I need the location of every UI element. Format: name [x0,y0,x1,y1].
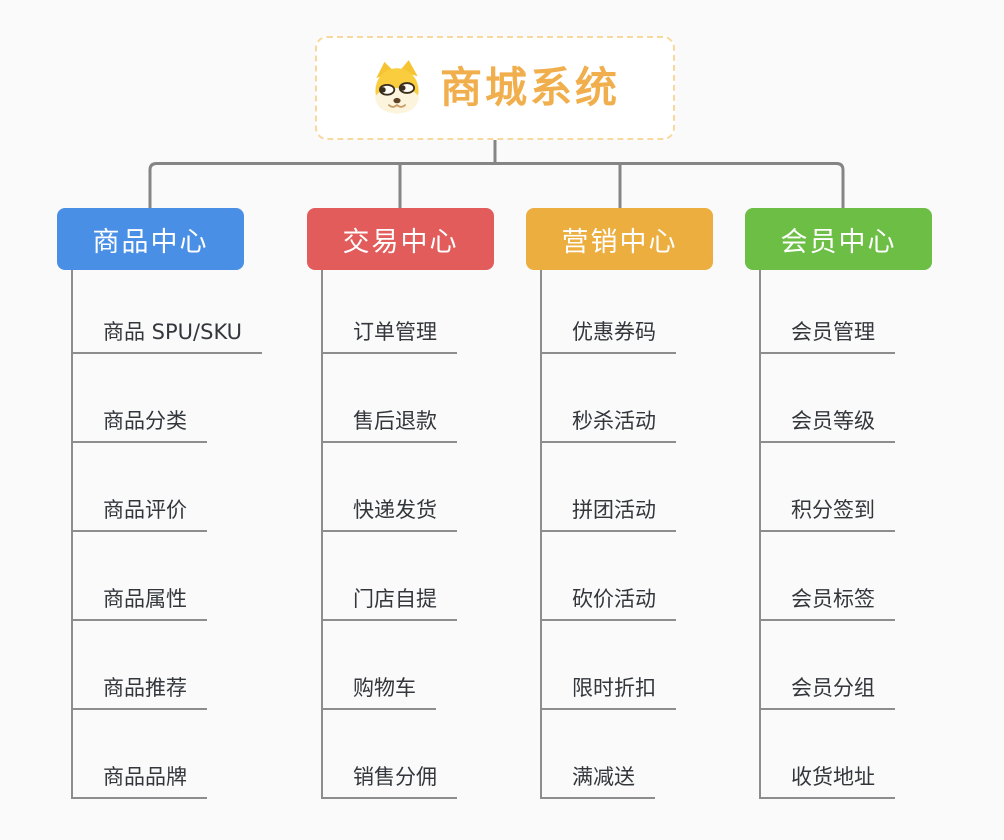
branch-node-label: 交易中心 [342,226,459,258]
branch-node-member-center[interactable]: 会员中心 [745,208,932,270]
leaf-node-label: 限时折扣 [542,676,676,710]
root-node-label: 商城系统 [439,63,620,112]
leaf-node-label: 会员分组 [761,676,895,710]
leaf-node-label: 商品推荐 [73,676,207,710]
leaf-node[interactable]: 商品评价 [73,443,262,532]
leaf-node-label: 商品品牌 [73,765,207,799]
leaf-node-label: 售后退款 [323,409,457,443]
leaf-node[interactable]: 秒杀活动 [542,354,676,443]
leaf-node-label: 秒杀活动 [542,409,676,443]
leaf-node[interactable]: 收货地址 [761,710,895,799]
leaf-node-label: 门店自提 [323,587,457,621]
leaf-node[interactable]: 限时折扣 [542,621,676,710]
leaf-node-label: 商品 SPU/SKU [73,320,263,354]
leaf-node[interactable]: 商品品牌 [73,710,262,799]
branch-node-product-center[interactable]: 商品中心 [57,208,244,270]
leaf-node[interactable]: 积分签到 [761,443,895,532]
leaf-node[interactable]: 会员分组 [761,621,895,710]
leaf-node-label: 会员管理 [761,320,895,354]
leaf-node[interactable]: 商品推荐 [73,621,262,710]
leaf-node[interactable]: 满减送 [542,710,676,799]
leaf-node-label: 满减送 [542,765,655,799]
branch-node-trade-center[interactable]: 交易中心 [307,208,494,270]
leaf-node[interactable]: 快递发货 [323,443,457,532]
leaf-node[interactable]: 拼团活动 [542,443,676,532]
leaf-node-label: 积分签到 [761,498,895,532]
leaf-node-label: 商品评价 [73,498,207,532]
leaf-node-label: 商品属性 [73,587,207,621]
leaf-node-label: 快递发货 [323,498,457,532]
root-node-mall-system[interactable]: 商城系统 [315,36,675,140]
branch-children-group-member: 会员管理 会员等级 积分签到 会员标签 会员分组 收货地址 [759,270,895,799]
leaf-node[interactable]: 商品分类 [73,354,262,443]
leaf-node-label: 会员标签 [761,587,895,621]
leaf-node-label: 订单管理 [323,320,457,354]
leaf-node[interactable]: 商品属性 [73,532,262,621]
branch-node-label: 会员中心 [780,226,897,258]
leaf-node[interactable]: 售后退款 [323,354,457,443]
branch-children-group-marketing: 优惠券码 秒杀活动 拼团活动 砍价活动 限时折扣 满减送 [540,270,676,799]
leaf-node[interactable]: 优惠券码 [542,270,676,354]
leaf-node[interactable]: 商品 SPU/SKU [73,270,263,354]
branch-node-label: 营销中心 [561,226,678,258]
branch-children-group-product: 商品 SPU/SKU 商品分类 商品评价 商品属性 商品推荐 商品品牌 [71,270,263,799]
leaf-node[interactable]: 购物车 [323,621,457,710]
leaf-node[interactable]: 销售分佣 [323,710,457,799]
leaf-node[interactable]: 会员等级 [761,354,895,443]
leaf-node-label: 商品分类 [73,409,207,443]
leaf-node[interactable]: 会员标签 [761,532,895,621]
leaf-node[interactable]: 订单管理 [323,270,457,354]
branch-children-group-trade: 订单管理 售后退款 快递发货 门店自提 购物车 销售分佣 [321,270,457,799]
branch-node-marketing-center[interactable]: 营销中心 [526,208,713,270]
leaf-node-label: 砍价活动 [542,587,676,621]
doge-icon [375,60,419,114]
branch-node-label: 商品中心 [92,226,209,258]
leaf-node-label: 拼团活动 [542,498,676,532]
leaf-node[interactable]: 门店自提 [323,532,457,621]
leaf-node-label: 购物车 [323,676,436,710]
leaf-node-label: 收货地址 [761,765,895,799]
leaf-node-label: 会员等级 [761,409,895,443]
leaf-node[interactable]: 会员管理 [761,270,895,354]
leaf-node[interactable]: 砍价活动 [542,532,676,621]
leaf-node-label: 销售分佣 [323,765,457,799]
leaf-node-label: 优惠券码 [542,320,676,354]
